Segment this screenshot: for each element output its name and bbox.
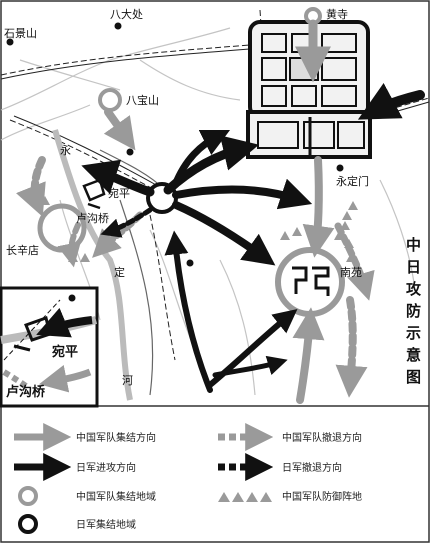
label-river-1: 永 <box>60 143 71 157</box>
nanyuan-compound <box>292 266 330 296</box>
legend-label-chinese-assembly: 中国军队集结地域 <box>76 490 156 503</box>
legend-label-chinese-retreat: 中国军队撤退方向 <box>282 431 362 444</box>
inset-label-wanping: 宛平 <box>51 344 78 360</box>
legend-label-japanese-attack: 日军进攻方向 <box>76 461 136 474</box>
legend-label-chinese-advance: 中国军队集结方向 <box>76 431 156 444</box>
label-nanyuan: 南苑 <box>340 266 362 279</box>
label-changxindian: 长辛店 <box>6 243 39 257</box>
title-char-3: 攻 <box>406 280 422 298</box>
title-char-7: 图 <box>406 368 421 386</box>
japanese-retreat-arrows <box>100 207 153 238</box>
legend-symbol-chinese-defense <box>218 492 272 502</box>
label-lugouqiao: 卢沟桥 <box>76 212 109 225</box>
japanese-attack-arrows <box>81 83 425 393</box>
label-river-3: 河 <box>122 374 133 387</box>
legend-label-japanese-assembly: 日军集结地域 <box>76 518 136 531</box>
legend-symbol-chinese-assembly <box>18 486 38 506</box>
label-badachu: 八大处 <box>110 7 143 21</box>
legend-symbol-japanese-assembly <box>18 514 38 534</box>
chinese-advance-arrows <box>103 19 335 404</box>
title-char-2: 日 <box>406 258 421 276</box>
legend: 中国军队集结方向 中国军队撤退方向 日军进攻方向 日军撤退方向 中国军队集结地域… <box>14 423 362 534</box>
label-river-2: 定 <box>114 265 125 279</box>
yongding-river <box>52 129 133 401</box>
label-huangsi: 黄寺 <box>326 7 348 21</box>
inset-map: 宛平 卢沟桥 <box>0 286 99 408</box>
title-char-5: 示 <box>406 324 421 342</box>
label-babaoshan: 八宝山 <box>126 93 159 107</box>
label-shijingshan: 石景山 <box>4 27 37 40</box>
inset-label-lugouqiao: 卢沟桥 <box>6 384 46 400</box>
chinese-assembly-ring-babaoshan <box>98 88 122 112</box>
title-char-1: 中 <box>406 236 421 254</box>
chinese-assembly-ring-nanyuan <box>275 247 345 317</box>
legend-label-japanese-retreat: 日军撤退方向 <box>282 461 342 474</box>
legend-label-chinese-defense: 中国军队防御阵地 <box>282 490 362 503</box>
title-char-4: 防 <box>406 302 421 320</box>
terrain-contours <box>0 27 416 396</box>
title-char-6: 意 <box>406 346 421 364</box>
label-wanping: 宛平 <box>108 186 130 200</box>
label-yongdingmen: 永定门 <box>336 174 369 188</box>
map-title: 中 日 攻 防 示 意 图 <box>406 236 422 386</box>
